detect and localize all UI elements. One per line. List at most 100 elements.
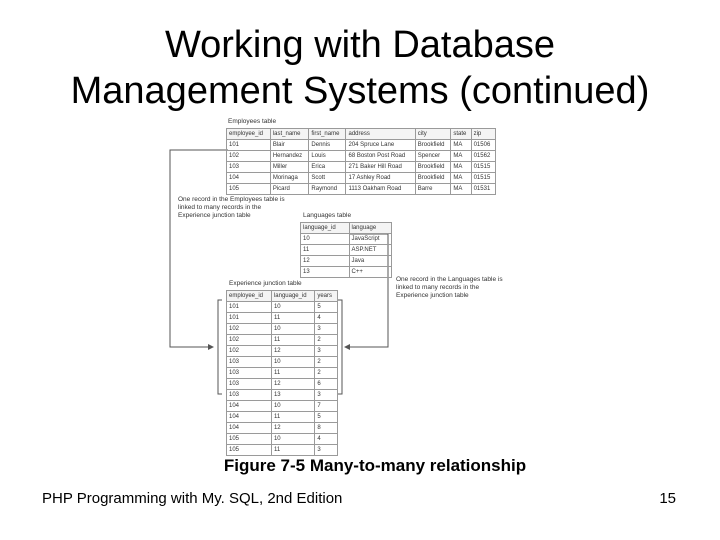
experience-table-cell: 11 [270,444,316,456]
experience-header-cell: language_id [270,290,316,302]
experience-table-cell: 11 [270,334,316,346]
languages-table-cell: 11 [300,244,350,256]
experience-header-cell: years [314,290,338,302]
languages-table-cell: ASP.NET [348,244,393,256]
employees-table-cell: MA [450,139,472,151]
employees-header-cell: last_name [269,128,310,140]
employees-table-cell: Blair [269,139,310,151]
experience-table-cell: 103 [226,356,272,368]
languages-connector-arrow [344,344,350,350]
experience-table-cell: 104 [226,411,272,423]
employees-table-cell: Brookfield [414,161,452,173]
employees-table-cell: Picard [269,183,310,195]
experience-table-cell: 101 [226,301,272,313]
experience-table-cell: 2 [314,334,338,346]
experience-table-cell: 10 [270,356,316,368]
employees-link-note: One record in the Employees table is lin… [178,196,285,219]
employees-table-cell: MA [450,183,472,195]
employees-connector-line [169,149,228,348]
experience-table-cell: 11 [270,367,316,379]
experience-header-row: employee_id language_id years [226,290,338,302]
relationship-connectors [169,149,389,395]
employees-table-cell: 68 Boston Post Road [345,150,416,162]
experience-table-cell: 3 [314,345,338,357]
employees-table-cell: MA [450,161,472,173]
experience-table-cell: 102 [226,334,272,346]
languages-header-cell: language_id [300,222,350,234]
employees-table-cell: Barre [414,183,452,195]
employees-table-cell: Brookfield [414,139,452,151]
employees-header-cell: first_name [308,128,347,140]
employees-header-cell: city [414,128,452,140]
employees-table-cell: 01515 [470,172,497,184]
languages-table-cell: 13 [300,266,350,278]
experience-table-cell: 102 [226,323,272,335]
experience-table-cell: 103 [226,378,272,390]
languages-table-cell: 12 [300,255,350,267]
employees-table-cell: 101 [226,139,271,151]
employees-header-cell: employee_id [226,128,271,140]
experience-table-cell: 6 [314,378,338,390]
slide-title: Working with Database Management Systems… [0,22,720,114]
experience-table-cell: 105 [226,433,272,445]
page-number: 15 [659,490,676,507]
languages-table-cell: C++ [348,266,393,278]
employees-table-cell: Louis [308,150,347,162]
employees-table-cell: Scott [308,172,347,184]
experience-table-cell: 12 [270,378,316,390]
experience-table-cell: 101 [226,312,272,324]
employees-connector-arrow [208,344,214,350]
employees-table-cell: 01515 [470,161,497,173]
employees-table-cell: 01531 [470,183,497,195]
employees-table: employee_id last_name first_name address… [226,128,497,195]
slide-title-line-1: Working with Database [164,24,556,66]
experience-table-cell: 3 [314,323,338,335]
languages-table-cell: Java [348,255,393,267]
experience-right-bracket [338,299,343,395]
experience-table-cell: 104 [226,400,272,412]
employees-table-caption: Employees table [228,118,277,125]
footer-book-title: PHP Programming with My. SQL, 2nd Editio… [42,490,343,507]
experience-table-cell: 3 [314,389,338,401]
experience-table-cell: 3 [314,444,338,456]
employees-table-cell: 01506 [470,139,497,151]
experience-table-cell: 104 [226,422,272,434]
experience-table-cell: 4 [314,312,338,324]
employees-table-cell: MA [450,150,472,162]
experience-table-cell: 5 [314,411,338,423]
experience-table-cell: 102 [226,345,272,357]
employees-table-cell: Raymond [308,183,347,195]
experience-table-cell: 105 [226,444,272,456]
employees-table-cell: MA [450,172,472,184]
languages-header-row: language_id language [300,222,393,234]
experience-table-cell: 12 [270,422,316,434]
employees-table-cell: 102 [226,150,271,162]
experience-table-cell: 10 [270,400,316,412]
experience-table-cell: 4 [314,433,338,445]
experience-table-cell: 103 [226,367,272,379]
experience-table-cell: 13 [270,389,316,401]
languages-table-caption: Languages table [303,212,352,219]
languages-header-cell: language [348,222,393,234]
